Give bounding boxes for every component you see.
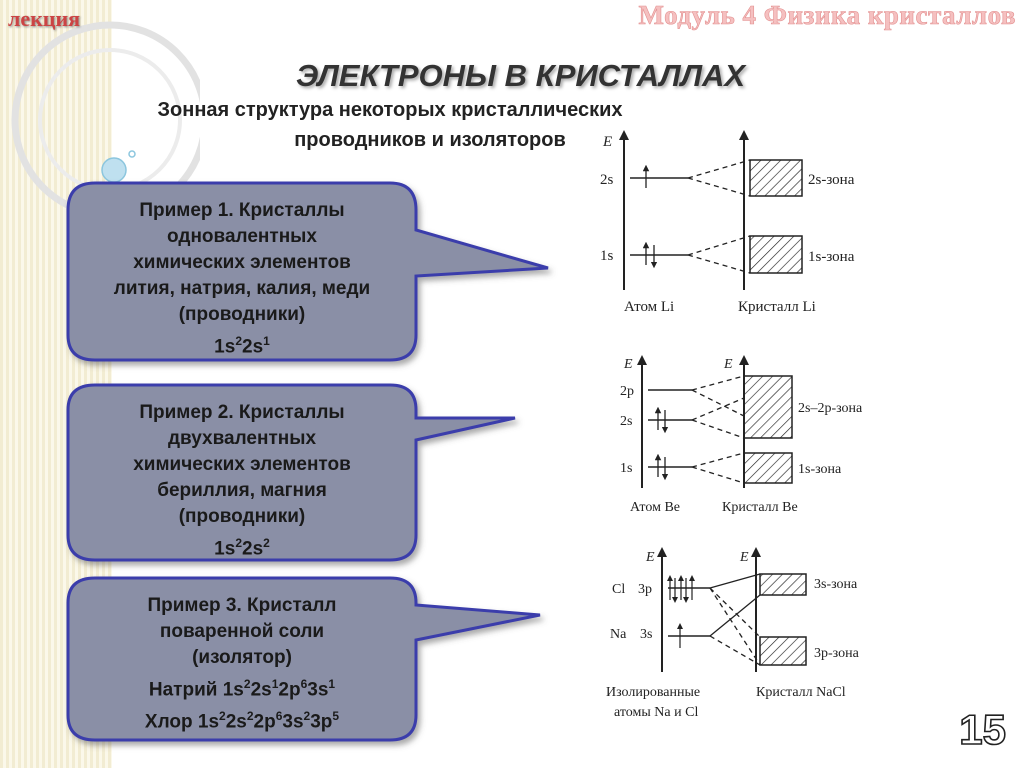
li-atom-axis-label: E (602, 134, 612, 150)
example-3-line: (изолятор) (192, 647, 292, 668)
li-atom-label: Атом Li (624, 299, 674, 315)
callout-1-shape (66, 181, 549, 362)
example-1-text: Пример 1. Кристаллы одновалентных химиче… (72, 198, 412, 360)
nacl-atom-axis-label: E (645, 550, 655, 565)
callout-shapes (66, 181, 549, 742)
li-1s-label: 1s (600, 248, 614, 264)
be-2s-2p-band (743, 375, 793, 439)
callout-2-shape (66, 383, 516, 562)
example-1-line: Пример 1. Кристаллы (139, 200, 345, 221)
li-2s-band (749, 159, 803, 197)
example-2-line: двухвалентных (167, 428, 317, 449)
example-3-line: Пример 3. Кристалл (147, 595, 337, 616)
subtitle-line-1: Зонная структура некоторых кристаллическ… (157, 99, 623, 121)
nacl-crystal-axis-label: E (739, 550, 749, 565)
example-1-line: лития, натрия, калия, меди (113, 278, 371, 299)
example-2-line: Пример 2. Кристаллы (139, 402, 345, 423)
li-diagram: E 2s 1s 2s-зона 1s-зона Атом Li Кристалл… (600, 130, 855, 315)
example-2-text: Пример 2. Кристаллы двухвалентных химиче… (72, 400, 412, 562)
example-1-line: (проводники) (178, 304, 306, 325)
nacl-diagram: E E Cl 3p Na 3s 3s-зона 3p-зона Изолиров… (606, 547, 860, 720)
example-1-line: одновалентных (167, 226, 317, 247)
example-1-line: химических элементов (133, 252, 351, 273)
example-3-formula-cl: Хлор 1s22s22p63s23p5 (144, 709, 340, 733)
example-3-formula-na: Натрий 1s22s12p63s1 (148, 677, 336, 701)
li-1s-band (749, 235, 803, 274)
nacl-cl-label: Cl (612, 582, 625, 597)
be-diagram: E E 2p 2s 1s 2s–2p-зона 1s-зона Атом Be … (620, 355, 863, 515)
lecture-label: лекция (8, 6, 81, 31)
example-2-line: химических элементов (133, 454, 351, 475)
be-1s-label: 1s (620, 461, 632, 476)
li-2s-label: 2s (600, 172, 614, 188)
be-2p-label: 2p (620, 384, 634, 399)
nacl-atoms-label-1: Изолированные (606, 685, 700, 700)
nacl-3s-label: 3s (640, 627, 652, 642)
example-2-formula: 1s22s2 (214, 536, 270, 560)
callout-3-shape (66, 576, 541, 742)
be-2s-label: 2s (620, 414, 632, 429)
be-1s-band (743, 452, 793, 484)
example-2-line: бериллия, магния (157, 480, 327, 501)
nacl-3p-band (759, 636, 807, 666)
be-atom-axis-label: E (623, 357, 633, 372)
subtitle-line-2: проводников и изоляторов (294, 129, 566, 151)
nacl-na-label: Na (610, 627, 627, 642)
module-title: Модуль 4 Физика кристаллов (638, 0, 1016, 30)
example-3-line: поваренной соли (159, 621, 325, 642)
nacl-atoms-label-2: атомы Na и Cl (614, 705, 698, 720)
be-crystal-label: Кристалл Be (722, 500, 798, 515)
slide-subtitle: Зонная структура некоторых кристаллическ… (70, 95, 710, 155)
slide-title: ЭЛЕКТРОНЫ В КРИСТАЛЛАХ (296, 58, 746, 93)
example-3-text: Пример 3. Кристалл поваренной соли (изол… (72, 593, 412, 736)
be-1s-band-label: 1s-зона (798, 462, 842, 477)
li-1s-band-label: 1s-зона (808, 249, 855, 265)
nacl-3p-band-label: 3p-зона (814, 646, 860, 661)
nacl-3s-band-label: 3s-зона (814, 577, 858, 592)
be-atom-label: Атом Be (630, 500, 680, 515)
li-2s-band-label: 2s-зона (808, 172, 855, 188)
page-number: 15 (958, 705, 1006, 754)
li-crystal-label: Кристалл Li (738, 299, 816, 315)
be-crystal-axis-label: E (723, 357, 733, 372)
nacl-crystal-label: Кристалл NaCl (756, 685, 846, 700)
nacl-3s-band (759, 573, 807, 596)
example-2-line: (проводники) (178, 506, 306, 527)
nacl-3p-label: 3p (638, 582, 652, 597)
example-1-formula: 1s22s1 (214, 334, 270, 358)
be-top-band-label: 2s–2p-зона (798, 401, 863, 416)
